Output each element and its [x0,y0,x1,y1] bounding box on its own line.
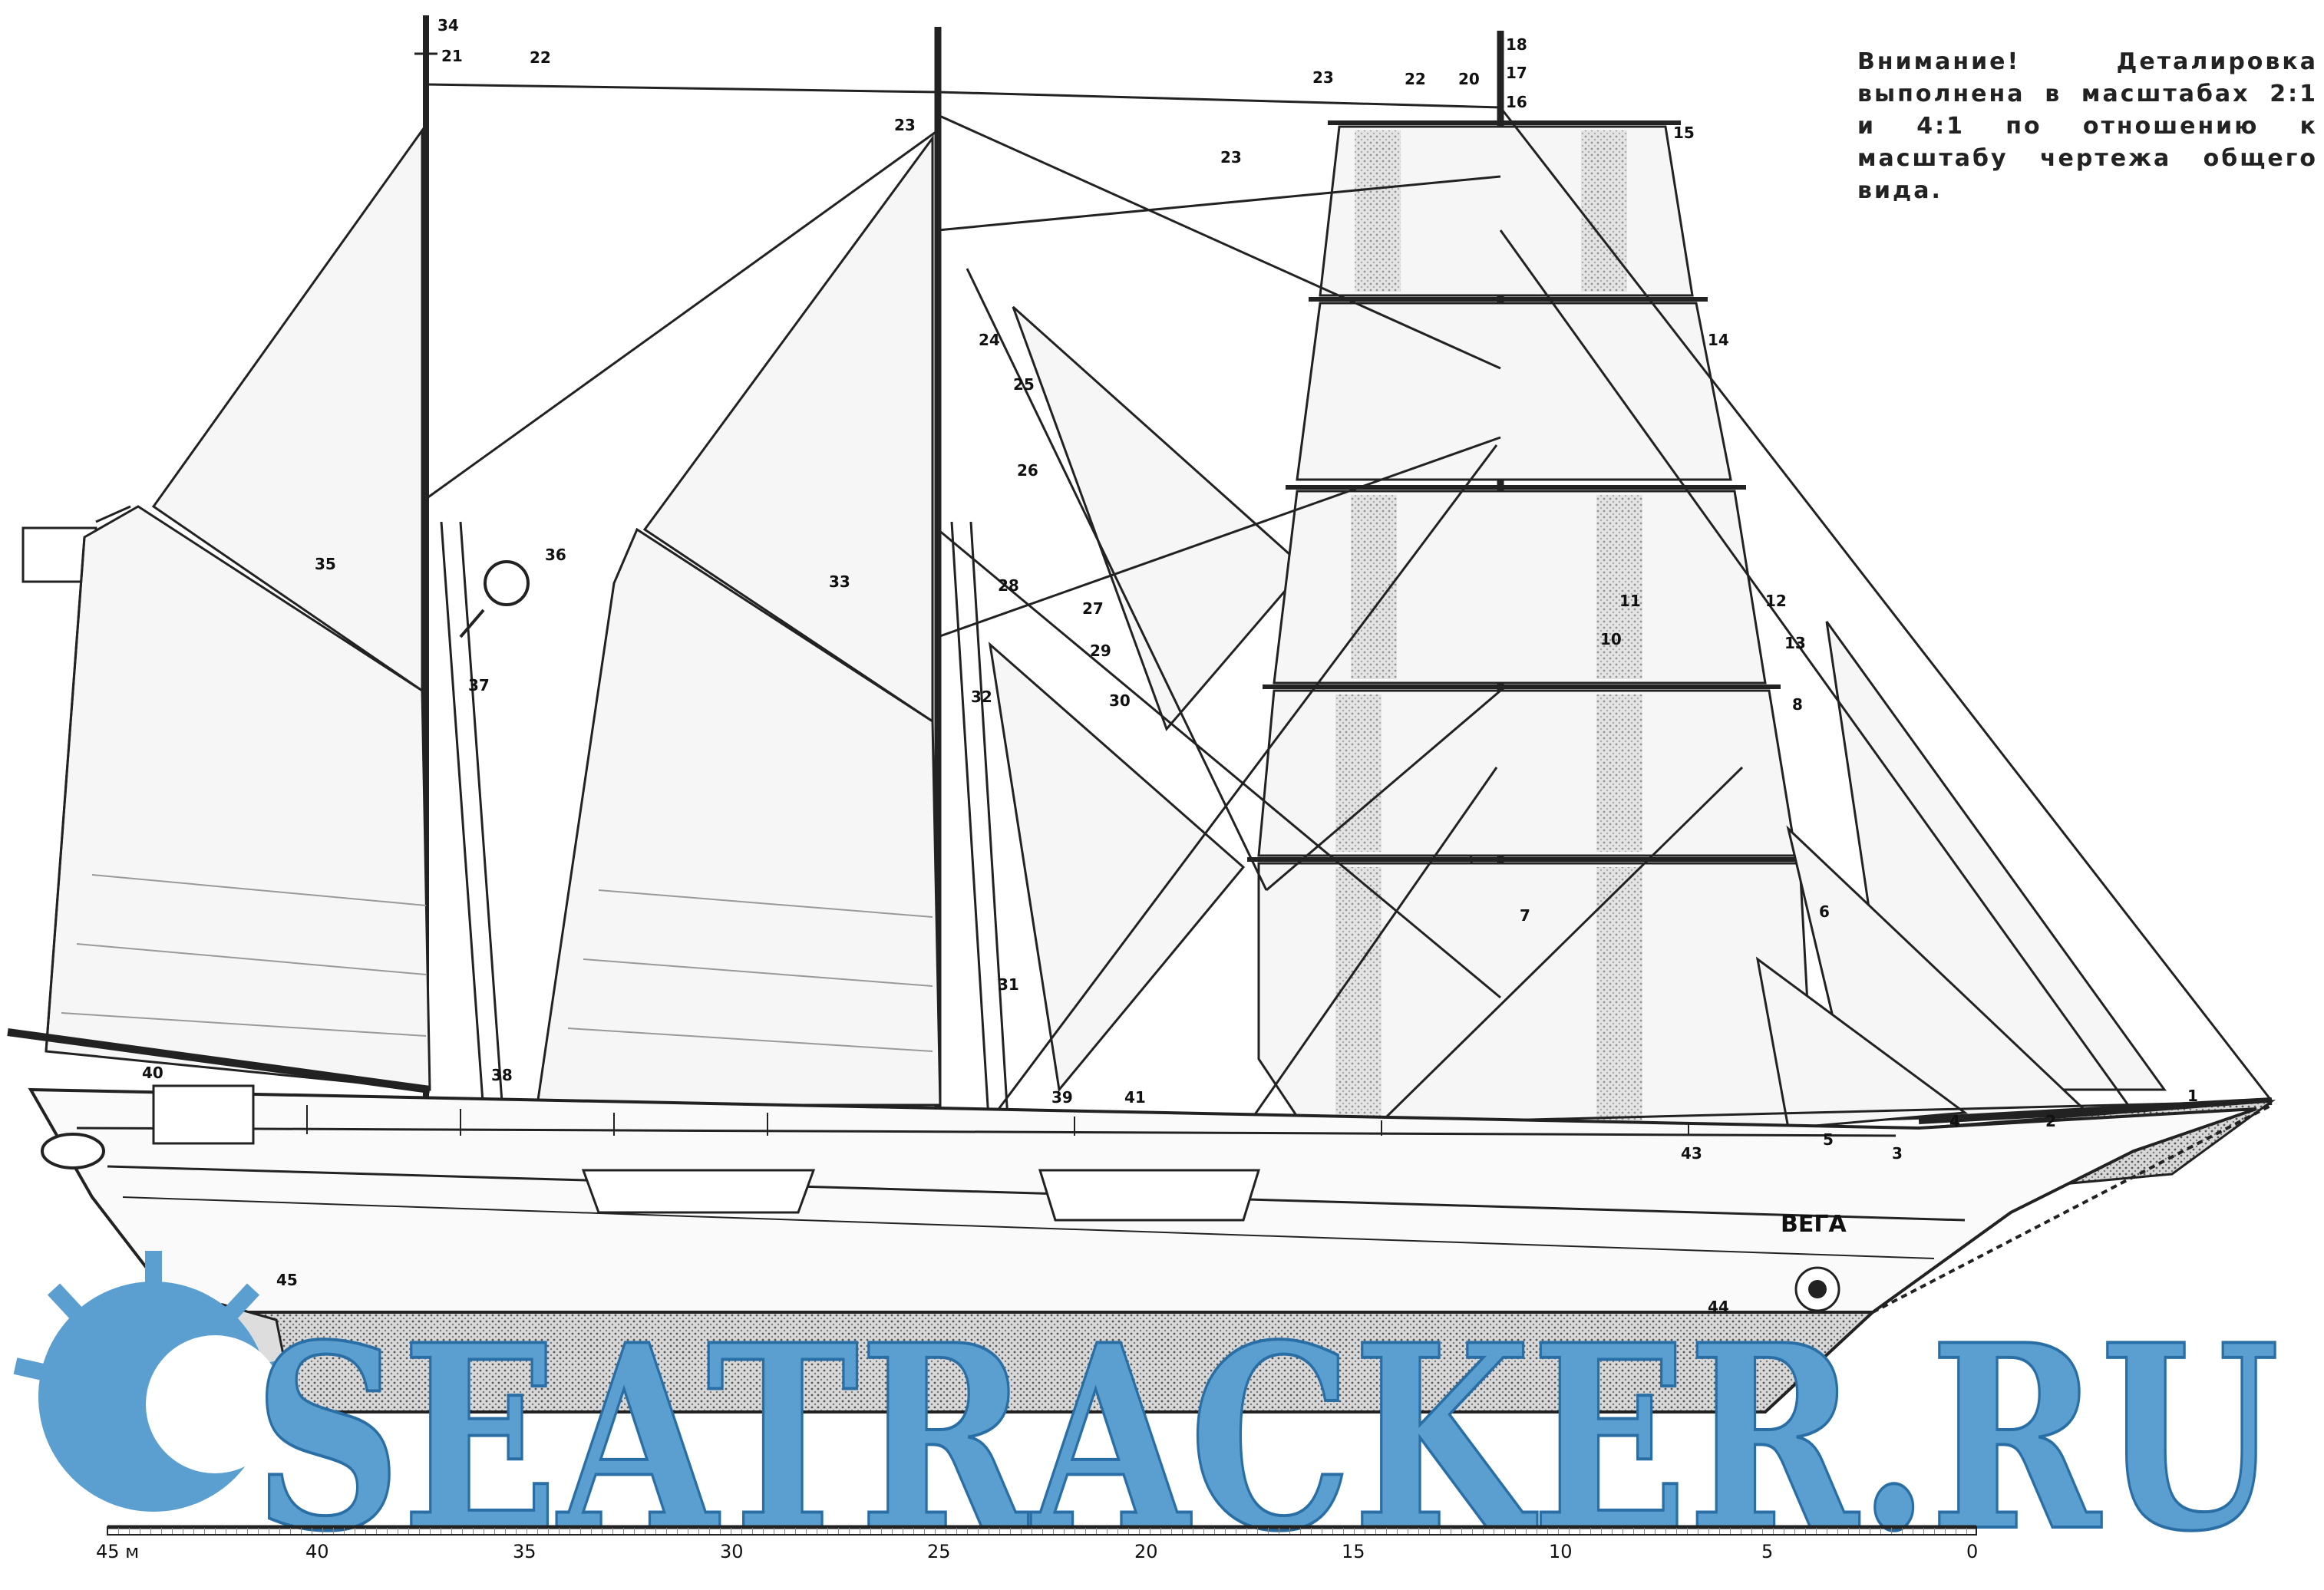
callout-32: 30 [1109,691,1131,710]
scale-label-45: 45 м [96,1541,139,1562]
mizzen-sails [45,127,431,1091]
callout-31: 29 [1090,642,1111,660]
callout-33: 31 [998,975,1019,994]
callout-40: 36 [545,546,566,564]
callout-19: 16 [1506,93,1527,111]
mizzen-boom [7,1028,431,1094]
callout-7: 6 [1819,902,1830,921]
callout-28: 26 [1017,461,1038,480]
callout-26: 24 [979,331,1000,349]
callout-23-main: 23 [894,116,916,134]
attention-note: Внимание! Деталировка выполнена в масшта… [1857,48,2318,204]
callout-39: 35 [315,555,336,573]
callout-6: 43 [1681,1144,1702,1163]
callout-2: 2 [2045,1112,2056,1130]
callout-4: 4 [1949,1112,1960,1130]
callout-23-aft: 22 [530,48,551,67]
callout-11: 10 [1600,630,1622,648]
callout-30: 28 [998,576,1019,595]
callout-5: 5 [1823,1130,1834,1149]
callout-36: 32 [971,688,992,706]
ship-name: ВЕГА [1781,1211,1847,1238]
jibs [1755,621,2276,1199]
scale-label-35: 35 [513,1541,536,1562]
callout-13: 13 [1784,634,1806,652]
callout-34: 39 [1051,1088,1073,1107]
scale-label-20: 20 [1134,1541,1158,1562]
callout-12: 11 [1619,592,1641,610]
callout-43: 40 [142,1064,163,1082]
scale-label-15: 15 [1342,1541,1365,1562]
callout-22-aft: 21 [441,47,463,65]
scale-label-10: 10 [1549,1541,1573,1562]
callout-18: 15 [1673,124,1695,142]
callout-1: 1 [2187,1087,2198,1105]
square-sails [1247,120,1817,1153]
main-mast [934,27,1011,1197]
rigging [425,83,2273,1199]
scale-label-5: 5 [1761,1541,1773,1562]
callout-8: 7 [1520,906,1530,925]
watermark-sun [13,1251,294,1512]
callout-25: 23 [1220,148,1242,167]
callout-24: 23 [1312,68,1334,87]
callout-29: 27 [1082,599,1104,618]
scale-label-25: 25 [927,1541,951,1562]
callout-14: 12 [1765,592,1787,610]
callout-23-fore: 22 [1405,70,1426,88]
callout-labels: 34 21 22 23 23 22 20 18 17 16 23 15 24 1… [142,16,2198,1316]
main-sails [536,134,1307,1107]
callout-45: 45 [276,1271,298,1289]
callout-21: 18 [1506,35,1527,54]
callout-27: 25 [1013,375,1035,394]
scale-label-40: 40 [305,1541,329,1562]
callout-3: 3 [1892,1144,1903,1163]
callout-22-fore: 20 [1458,70,1480,88]
watermark-text: SEATRACKER.RU [253,1289,2279,1587]
callout-16: 14 [1708,331,1729,349]
scale-label-30: 30 [720,1541,744,1562]
callout-20: 17 [1506,64,1527,82]
scale-bar: 45 м 40 35 30 25 20 15 10 5 0 [96,1525,1978,1562]
lamp [459,560,530,638]
scale-label-0: 0 [1966,1541,1978,1562]
callout-35: 41 [1124,1088,1146,1107]
callout-10: 8 [1792,695,1803,714]
callout-37: 33 [829,572,850,591]
callout-41: 37 [468,676,490,694]
callout-44: 44 [1708,1298,1729,1316]
callout-38: 34 [437,16,459,35]
callout-42: 38 [491,1066,513,1084]
emblem [1794,1266,1840,1312]
